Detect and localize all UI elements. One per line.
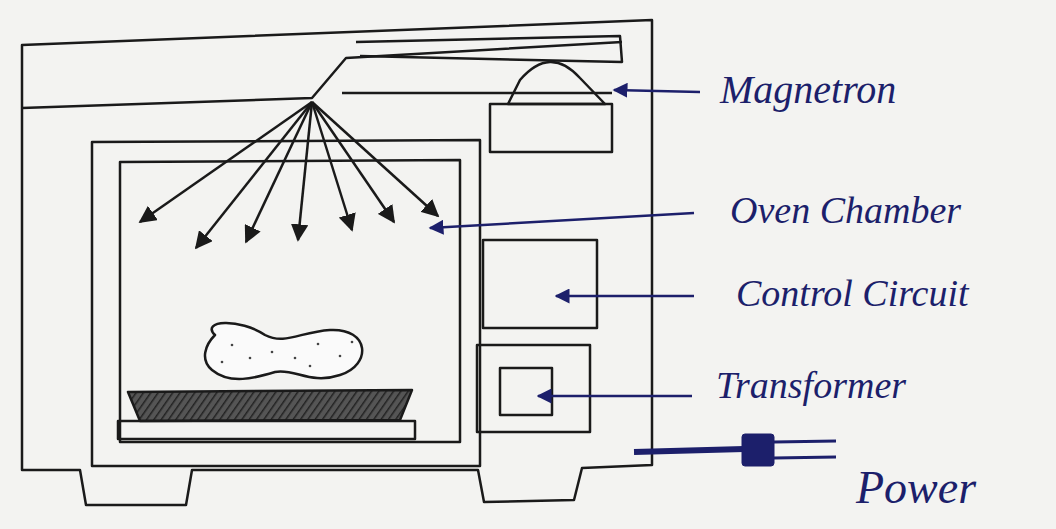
part-label: Control Circuit [736,273,969,315]
top-strip [356,36,622,62]
tray [128,390,412,421]
part-label: Transformer [716,365,906,407]
oven-door [92,140,480,466]
oven-housing [22,20,652,505]
control-circuit [483,240,597,328]
transformer-housing [477,345,590,432]
microwave-rays [140,102,438,248]
magnetron-base [490,104,612,152]
turntable-base [118,421,415,439]
part-label: Magnetron [720,68,896,112]
leader-arrows [430,90,700,396]
top-panel [22,42,622,108]
part-label: Oven Chamber [730,190,961,232]
oven-chamber [120,160,460,442]
part-label: Power [856,463,976,514]
transformer [500,368,552,415]
food-texture [221,341,354,368]
food [205,323,362,379]
top-panel-line [342,92,612,95]
power-plug [634,434,836,466]
magnetron [508,62,605,104]
